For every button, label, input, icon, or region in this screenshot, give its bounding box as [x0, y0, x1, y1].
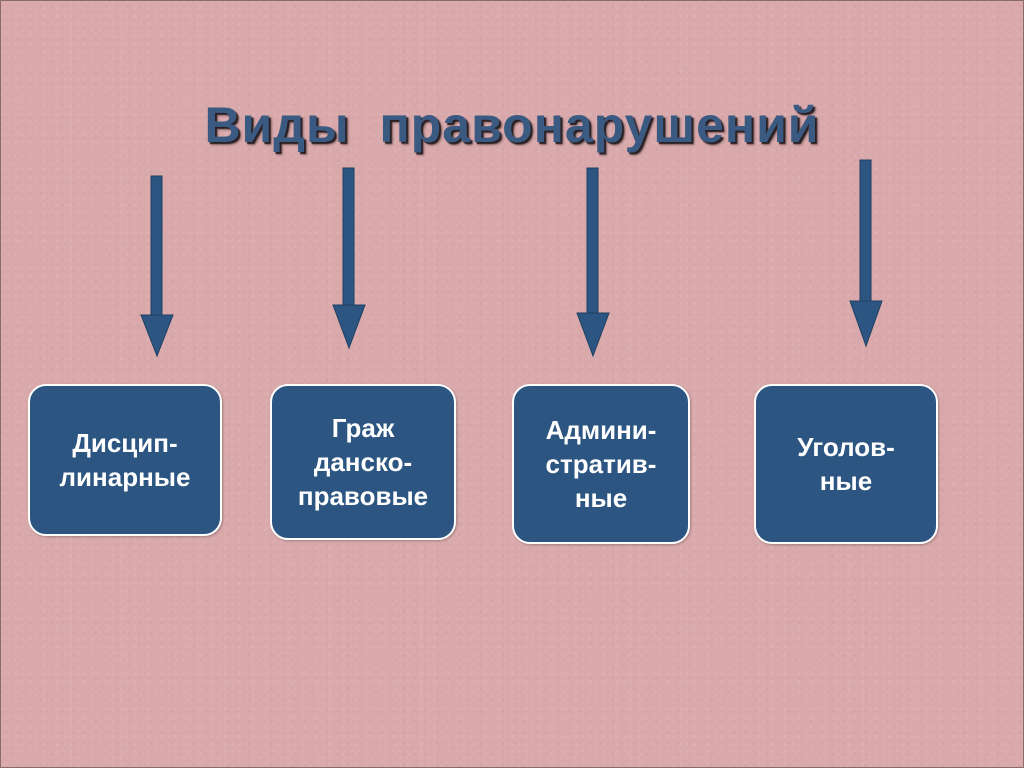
- box-disciplinary-label: Дисцип- линарные: [59, 428, 191, 492]
- box-civil: Граж данско- правовые: [270, 384, 456, 540]
- box-civil-label: Граж данско- правовые: [297, 413, 429, 511]
- page-title: Виды правонарушений: [204, 97, 820, 153]
- box-administrative-label: Админи- стратив- ные: [545, 415, 657, 513]
- box-administrative: Админи- стратив- ные: [512, 384, 690, 544]
- box-criminal: Уголов- ные: [754, 384, 938, 544]
- arrow-down-icon: [140, 175, 174, 358]
- arrow-down-icon: [332, 167, 366, 350]
- arrow-down-icon: [849, 159, 883, 348]
- arrow-down-icon: [576, 167, 610, 358]
- box-disciplinary: Дисцип- линарные: [28, 384, 222, 536]
- box-criminal-label: Уголов- ные: [797, 432, 895, 496]
